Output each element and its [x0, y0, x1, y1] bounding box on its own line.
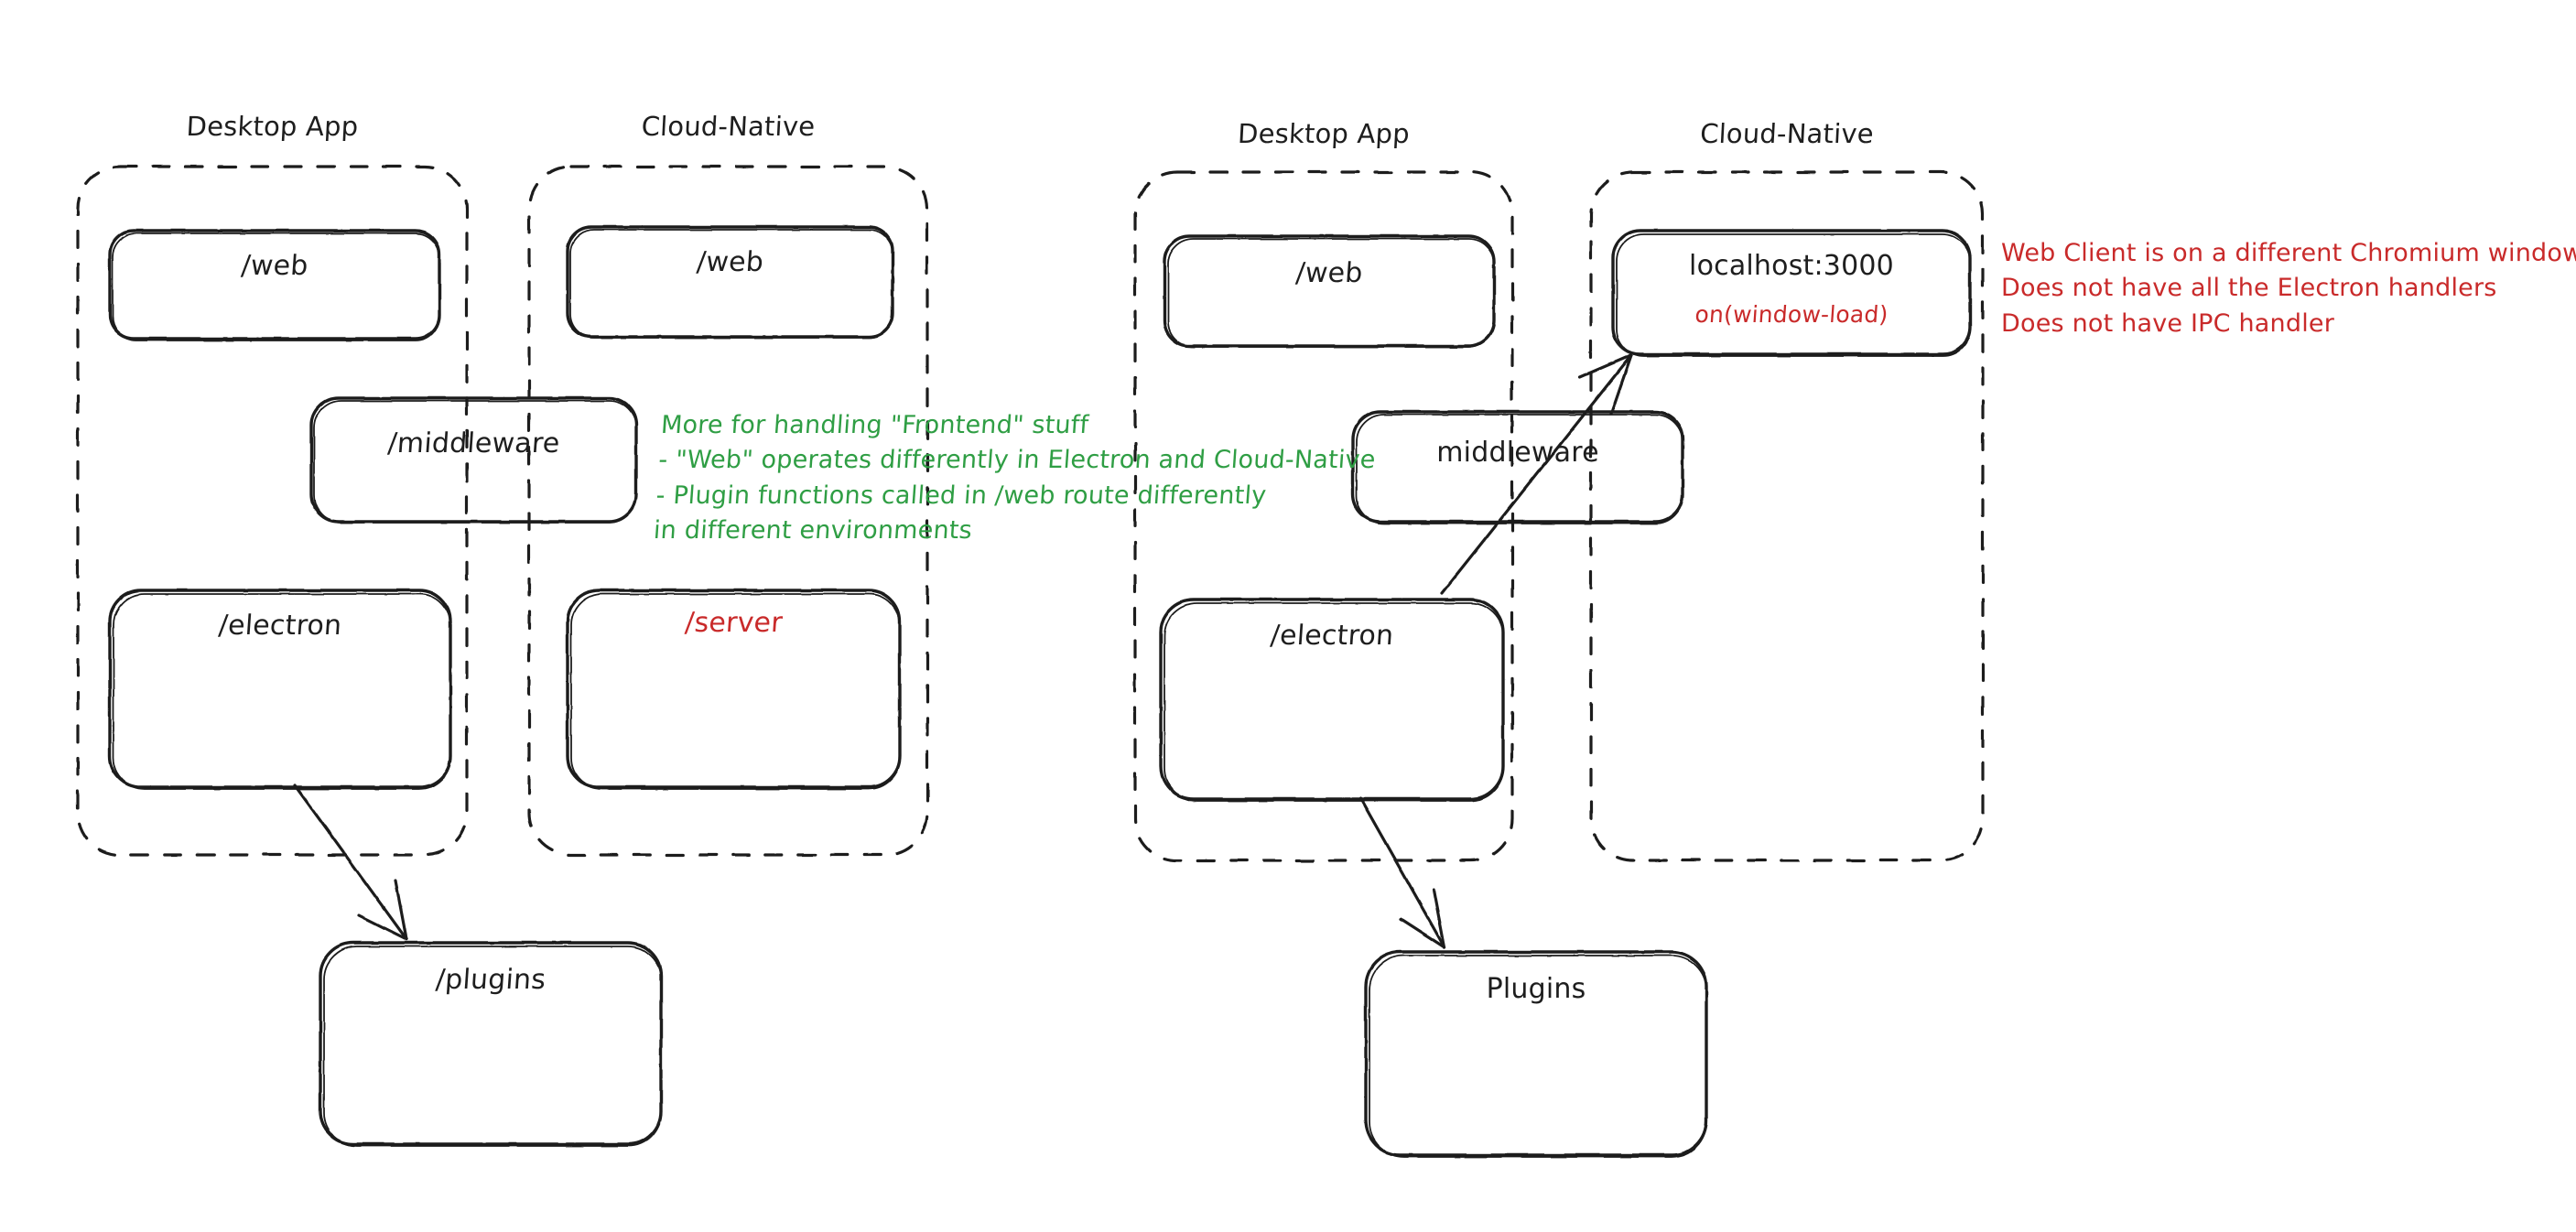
box-right-desktop-web-2: [1167, 238, 1495, 348]
arrow-right-electron-to-localhost: [1440, 353, 1633, 595]
box-label-right-plugins[interactable]: Plugins: [1486, 973, 1586, 1005]
group-frame-left-desktop: [76, 165, 469, 857]
box-label-left-server[interactable]: /server: [684, 607, 785, 639]
group-title-left-cloud: Cloud-Native: [640, 111, 817, 142]
box-label-left-desktop-web[interactable]: /web: [240, 250, 309, 282]
arrow-right-electron-to-plugins: [1358, 796, 1446, 949]
annotation-green-frontend-note: More for handling "Frontend" stuff - "We…: [652, 411, 1377, 545]
box-left-cloud-web: [566, 225, 894, 339]
arrow-right-head-a: [1399, 917, 1446, 949]
box-right-middleware-2: [1356, 414, 1683, 524]
group-frame-right-desktop: [1133, 170, 1514, 862]
group-title-right-desktop: Desktop App: [1237, 118, 1411, 149]
box-label-right-electron[interactable]: /electron: [1269, 620, 1395, 652]
box-left-cloud-web-2: [569, 229, 893, 339]
box-left-desktop-web-2: [112, 232, 440, 341]
group-title-left-desktop: Desktop App: [185, 111, 360, 142]
box-left-plugins-2: [323, 946, 662, 1147]
arrow-left-electron-to-plugins: [293, 784, 408, 941]
box-sublabel-right-localhost-on-window-load: on(window-load): [1694, 301, 1889, 328]
arrow-right-head-b: [1432, 888, 1446, 949]
arrow-localhost-head-a: [1578, 353, 1633, 379]
box-left-server-2: [570, 593, 901, 790]
arrow-left-head-b: [394, 879, 408, 941]
box-label-right-middleware[interactable]: middleware: [1436, 437, 1599, 469]
group-frame-right-cloud: [1589, 170, 1985, 862]
arrow-localhost-head-b: [1609, 353, 1633, 416]
box-right-electron-2: [1164, 602, 1504, 802]
box-left-middleware-2: [313, 400, 637, 524]
box-right-localhost-2: [1616, 233, 1971, 357]
box-label-left-cloud-web[interactable]: /web: [695, 246, 765, 278]
box-right-plugins-2: [1369, 955, 1707, 1158]
box-left-desktop-web: [108, 229, 441, 340]
group-title-right-cloud: Cloud-Native: [1699, 118, 1875, 149]
box-label-left-plugins[interactable]: /plugins: [434, 964, 547, 996]
annotation-red-web-client-note: Web Client is on a different Chromium wi…: [2001, 239, 2576, 338]
box-label-left-middleware[interactable]: /middleware: [386, 427, 561, 459]
box-label-right-desktop-web[interactable]: /web: [1294, 257, 1364, 289]
box-left-electron-2: [113, 593, 451, 790]
arrow-left-head-a: [357, 913, 408, 941]
box-label-left-electron[interactable]: /electron: [217, 610, 343, 642]
box-label-right-localhost[interactable]: localhost:3000: [1689, 250, 1894, 282]
